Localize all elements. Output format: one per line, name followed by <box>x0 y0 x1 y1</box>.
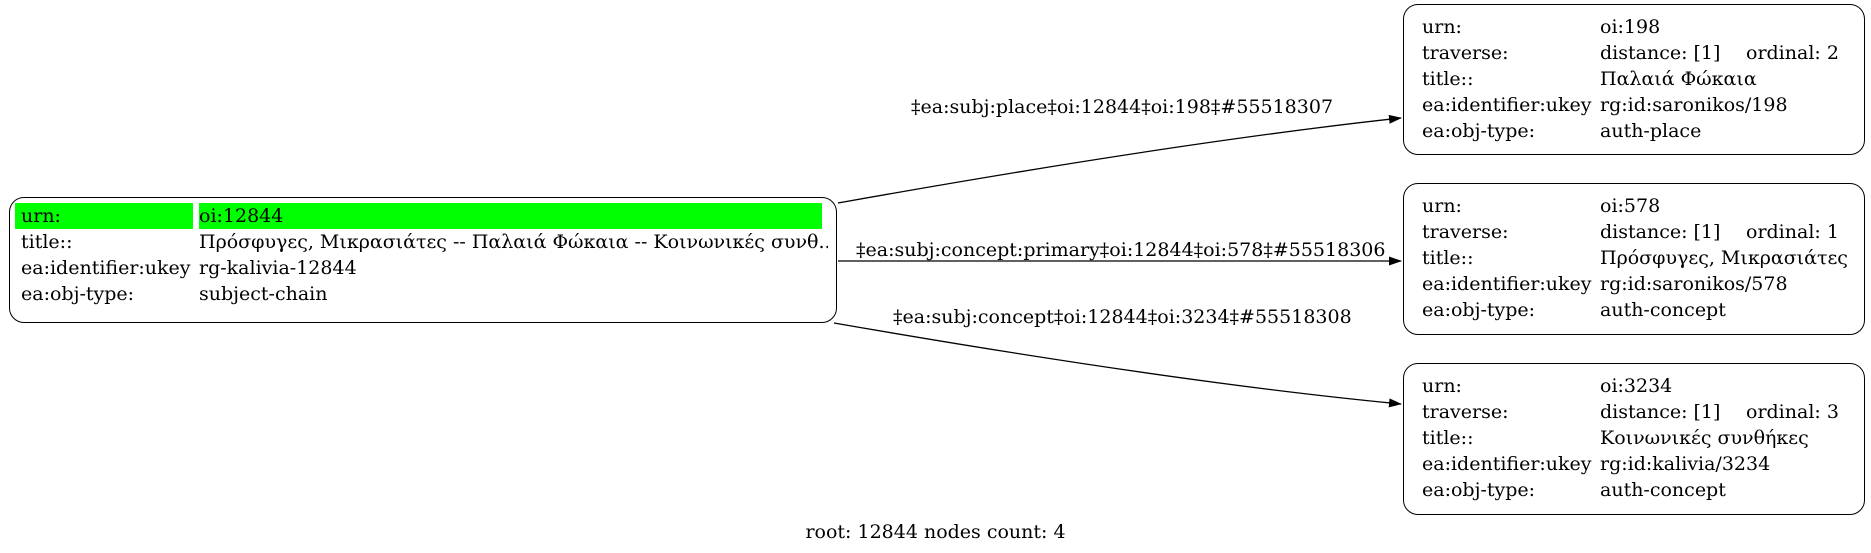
row-obj-type: ea:obj-type: auth-concept <box>1416 477 1854 503</box>
row-identifier: ea:identifier:ukey rg-kalivia-12844 <box>15 255 828 281</box>
row-identifier: ea:identifier:ukey rg:id:saronikos/198 <box>1416 92 1854 118</box>
field-value: Κοινωνικές συνθήκες <box>1600 427 1809 449</box>
field-label: urn: <box>1422 16 1462 38</box>
field-value: oi:3234 <box>1600 375 1673 397</box>
field-value: oi:198 <box>1600 16 1661 38</box>
row-identifier: ea:identifier:ukey rg:id:kalivia/3234 <box>1416 451 1854 477</box>
row-obj-type: ea:obj-type: auth-concept <box>1416 297 1854 323</box>
field-value: distance: [1] ordinal: 2 <box>1600 40 1854 66</box>
field-value: auth-place <box>1600 120 1702 142</box>
row-obj-type: ea:obj-type: auth-place <box>1416 118 1854 144</box>
field-label: title:: <box>21 231 73 253</box>
edge-label-subj-concept-primary: ‡ea:subj:concept:primary‡oi:12844‡oi:578… <box>856 239 1386 261</box>
field-label: ea:identifier:ukey <box>1422 94 1592 116</box>
field-label: title:: <box>1422 427 1474 449</box>
field-value: Πρόσφυγες, Μικρασιάτες <box>1600 247 1848 269</box>
traverse-ordinal: ordinal: 3 <box>1746 401 1839 423</box>
node-root-12844[interactable]: urn: oi:12844 title:: Πρόσφυγες, Μικρασι… <box>9 197 837 323</box>
field-label: ea:identifier:ukey <box>1422 273 1592 295</box>
row-traverse: traverse: distance: [1] ordinal: 2 <box>1416 40 1854 66</box>
row-title: title:: Κοινωνικές συνθήκες <box>1416 425 1854 451</box>
traverse-distance: distance: [1] <box>1600 221 1721 243</box>
traverse-distance: distance: [1] <box>1600 42 1721 64</box>
row-identifier: ea:identifier:ukey rg:id:saronikos/578 <box>1416 271 1854 297</box>
edge-subj-place <box>837 114 1402 204</box>
field-value: oi:12844 <box>199 203 822 229</box>
field-value: rg:id:saronikos/578 <box>1600 273 1788 295</box>
row-traverse: traverse: distance: [1] ordinal: 1 <box>1416 219 1854 245</box>
field-value: rg:id:kalivia/3234 <box>1600 453 1771 475</box>
graph-caption: root: 12844 nodes count: 4 <box>805 521 1066 543</box>
field-value: subject-chain <box>199 283 328 305</box>
edge-label-subj-concept: ‡ea:subj:concept‡oi:12844‡oi:3234‡#55518… <box>893 306 1352 328</box>
row-title: title:: Πρόσφυγες, Μικρασιάτες <box>1416 245 1854 271</box>
field-label: traverse: <box>1422 221 1509 243</box>
field-value: Πρόσφυγες, Μικρασιάτες -- Παλαιά Φώκαια … <box>199 231 828 253</box>
field-value: Παλαιά Φώκαια <box>1600 68 1757 90</box>
row-obj-type: ea:obj-type: subject-chain <box>15 281 828 307</box>
field-value: distance: [1] ordinal: 1 <box>1600 219 1854 245</box>
row-urn: urn: oi:198 <box>1416 14 1854 40</box>
field-value: rg-kalivia-12844 <box>199 257 357 279</box>
field-label: urn: <box>1422 375 1462 397</box>
row-urn: urn: oi:12844 <box>15 203 828 229</box>
field-label: traverse: <box>1422 42 1509 64</box>
field-value: distance: [1] ordinal: 3 <box>1600 399 1854 425</box>
node-oi-198[interactable]: urn: oi:198 traverse: distance: [1] ordin… <box>1403 4 1865 155</box>
field-value: auth-concept <box>1600 479 1726 501</box>
field-label: ea:identifier:ukey <box>21 257 191 279</box>
node-oi-578[interactable]: urn: oi:578 traverse: distance: [1] ordin… <box>1403 183 1865 335</box>
field-value: auth-concept <box>1600 299 1726 321</box>
row-traverse: traverse: distance: [1] ordinal: 3 <box>1416 399 1854 425</box>
traverse-ordinal: ordinal: 2 <box>1746 42 1839 64</box>
field-value: rg:id:saronikos/198 <box>1600 94 1788 116</box>
row-title: title:: Παλαιά Φώκαια <box>1416 66 1854 92</box>
node-oi-3234[interactable]: urn: oi:3234 traverse: distance: [1] ordi… <box>1403 363 1865 515</box>
field-value: oi:578 <box>1600 195 1661 217</box>
field-label: ea:obj-type: <box>1422 120 1536 142</box>
field-label: traverse: <box>1422 401 1509 423</box>
field-label: urn: <box>15 203 193 229</box>
edge-label-subj-place: ‡ea:subj:place‡oi:12844‡oi:198‡#55518307 <box>911 96 1334 118</box>
traverse-ordinal: ordinal: 1 <box>1746 221 1839 243</box>
field-label: ea:obj-type: <box>1422 299 1536 321</box>
field-label: title:: <box>1422 247 1474 269</box>
row-urn: urn: oi:578 <box>1416 193 1854 219</box>
field-label: urn: <box>1422 195 1462 217</box>
field-label: title:: <box>1422 68 1474 90</box>
field-label: ea:obj-type: <box>1422 479 1536 501</box>
row-title: title:: Πρόσφυγες, Μικρασιάτες -- Παλαιά… <box>15 229 828 255</box>
field-label: ea:obj-type: <box>21 283 135 305</box>
row-urn: urn: oi:3234 <box>1416 373 1854 399</box>
edge-subj-concept <box>833 322 1402 408</box>
traverse-distance: distance: [1] <box>1600 401 1721 423</box>
field-label: ea:identifier:ukey <box>1422 453 1592 475</box>
